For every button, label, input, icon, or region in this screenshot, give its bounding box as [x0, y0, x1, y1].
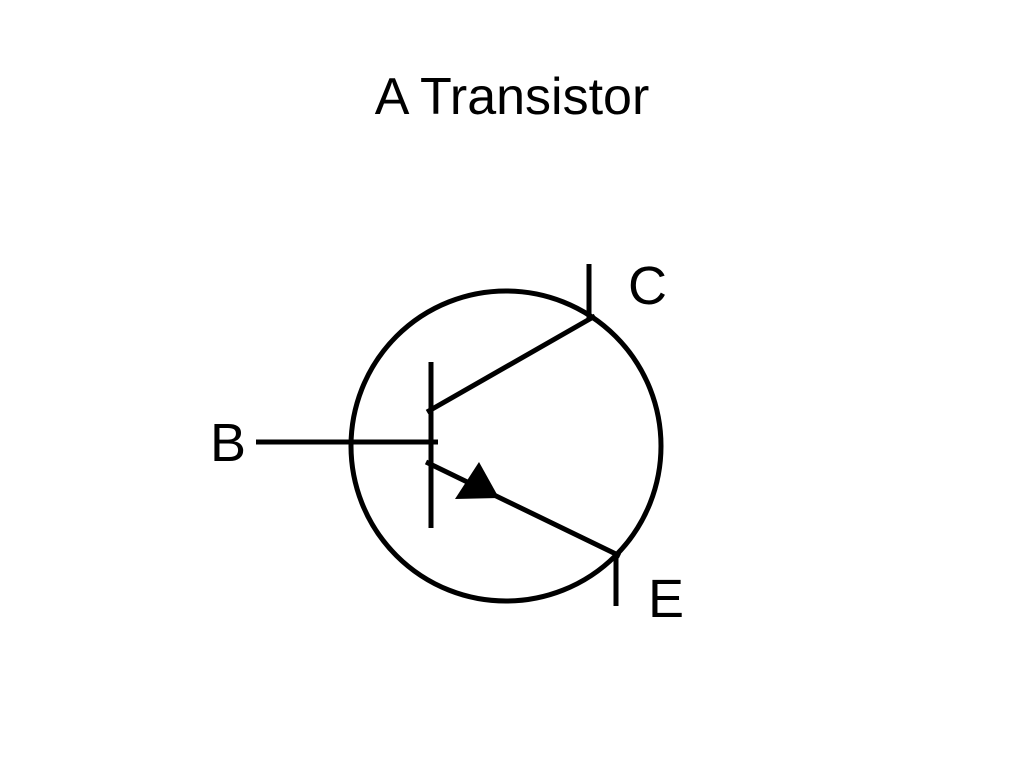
base-terminal-label: B [210, 413, 246, 473]
emitter-diagonal-wire [424, 459, 622, 559]
emitter-arrow-icon [455, 462, 499, 499]
emitter-terminal-label: E [648, 569, 684, 629]
collector-terminal-label: C [628, 256, 667, 316]
slide-title: A Transistor [374, 68, 650, 126]
collector-diagonal-wire [425, 313, 597, 415]
transistor-envelope-circle [348, 288, 664, 604]
